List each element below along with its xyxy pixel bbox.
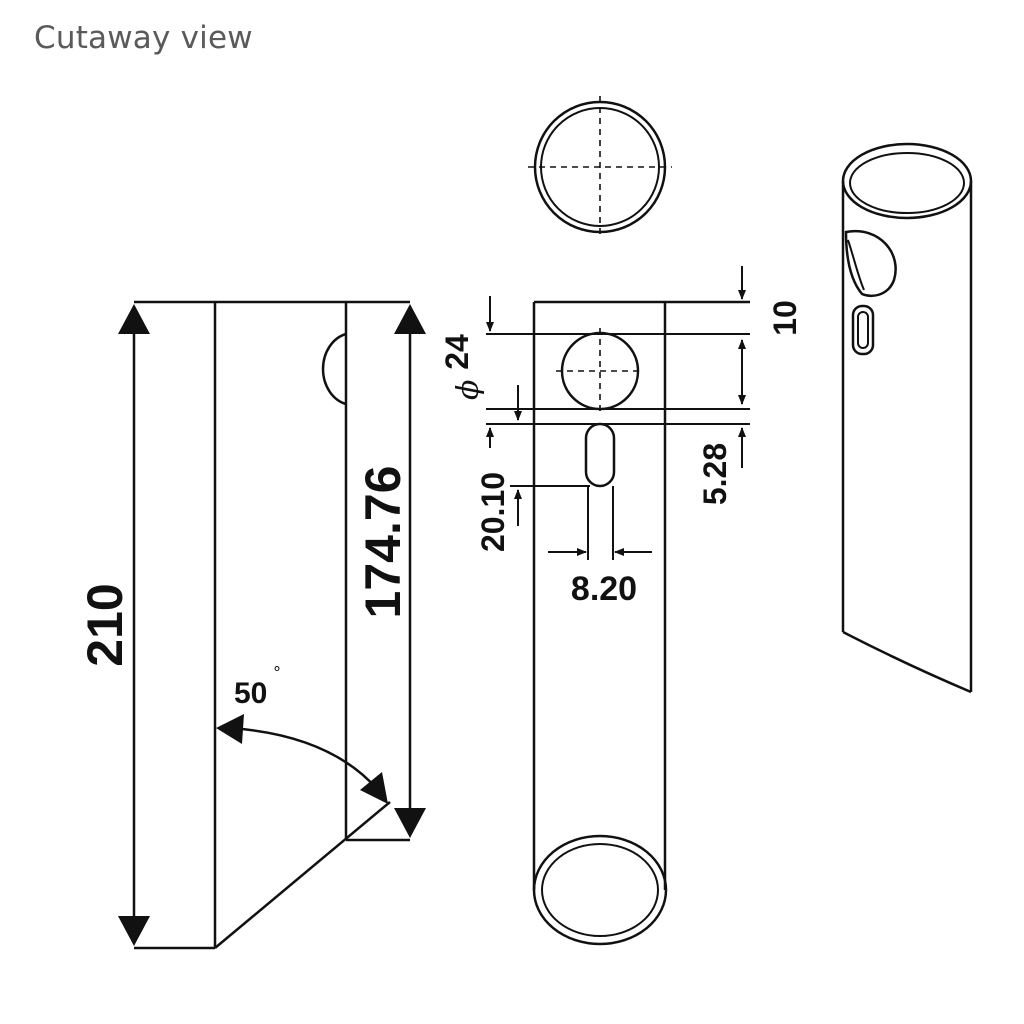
front-view-bottom-opening-inner	[541, 843, 659, 937]
side-view-cut-line	[214, 801, 391, 949]
front-view: 10 ϕ 24 5.28 20.10 8.20	[439, 266, 803, 946]
page-title: Cutaway view	[34, 20, 253, 56]
perspective-top-opening-outer	[841, 142, 973, 220]
perspective-hole-inner-edge	[847, 239, 865, 291]
perspective-slot-inner	[857, 311, 869, 349]
perspective-round-hole	[844, 229, 897, 297]
dim-slot-width: 8.20	[571, 570, 637, 608]
dim-174-arrow-top	[394, 304, 426, 334]
front-view-bottom-opening-outer	[532, 834, 668, 946]
dim-total-length: 210	[77, 583, 133, 666]
dim-174-arrow-bottom	[394, 808, 426, 838]
angle-arrow-right	[360, 772, 388, 804]
angle-arc	[229, 726, 379, 791]
dim-cut-angle: 50	[234, 677, 267, 710]
side-view-hole-notch	[321, 332, 347, 406]
perspective-top-opening-inner	[849, 152, 965, 214]
dim-210-arrow-top	[118, 304, 150, 334]
perspective-view	[841, 142, 973, 694]
perspective-slot	[851, 304, 875, 356]
perspective-cut-edge	[842, 630, 972, 694]
dim-210-arrow-bottom	[118, 916, 150, 946]
dim-diameter-symbol: ϕ	[451, 380, 486, 400]
dim-angle-degree: °	[273, 663, 281, 682]
side-view: 210 174.76 50 °	[77, 300, 426, 950]
dim-inner-length: 174.76	[355, 466, 411, 619]
dim-hole-diameter: 24	[439, 334, 475, 370]
dim-slot-length: 20.10	[475, 472, 511, 552]
dim-slot-gap: 5.28	[697, 443, 733, 505]
dim-hole-offset-top: 10	[767, 300, 803, 336]
angle-arrow-left	[216, 714, 244, 744]
end-view	[528, 96, 672, 236]
front-view-slot	[584, 422, 616, 488]
